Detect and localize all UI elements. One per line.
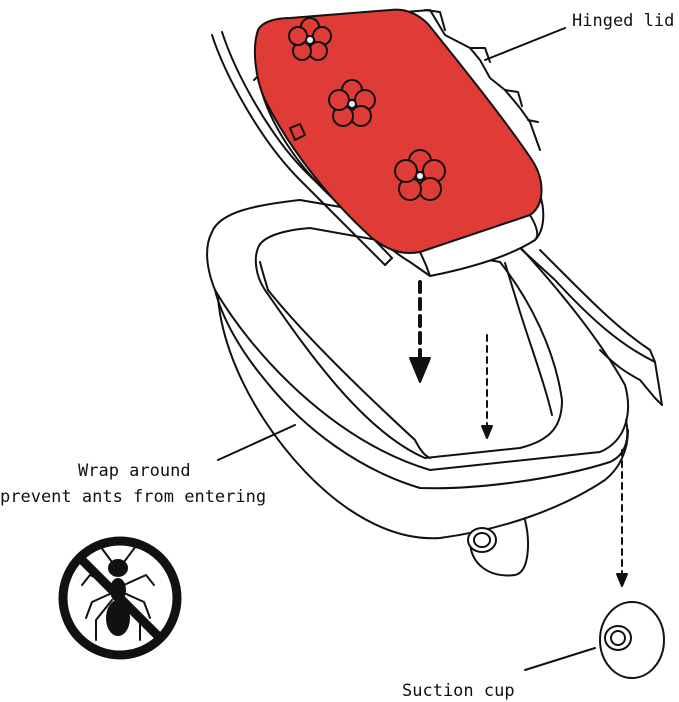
leader-line-cup — [524, 647, 596, 671]
suction-cup-attached — [467, 519, 529, 577]
leader-line-wrap — [217, 424, 296, 461]
no-ants-icon — [58, 536, 182, 660]
side-bracket — [519, 247, 663, 406]
label-hinged-lid: Hinged lid — [572, 11, 675, 31]
label-suction-cup: Suction cup — [402, 681, 515, 701]
hinged-lid — [253, 8, 545, 277]
label-wrap-around: Wrap around — [78, 461, 191, 481]
suction-cup-icon — [599, 601, 665, 679]
dashed-arrow-main — [409, 280, 431, 383]
leader-line-lid — [484, 27, 566, 61]
cherry-blossom-icon — [288, 17, 446, 201]
dashed-arrow-inner — [481, 334, 493, 439]
tray-body — [206, 199, 629, 540]
label-prevent-ants: prevent ants from entering — [0, 487, 267, 507]
dashed-arrow-cup — [616, 449, 628, 587]
